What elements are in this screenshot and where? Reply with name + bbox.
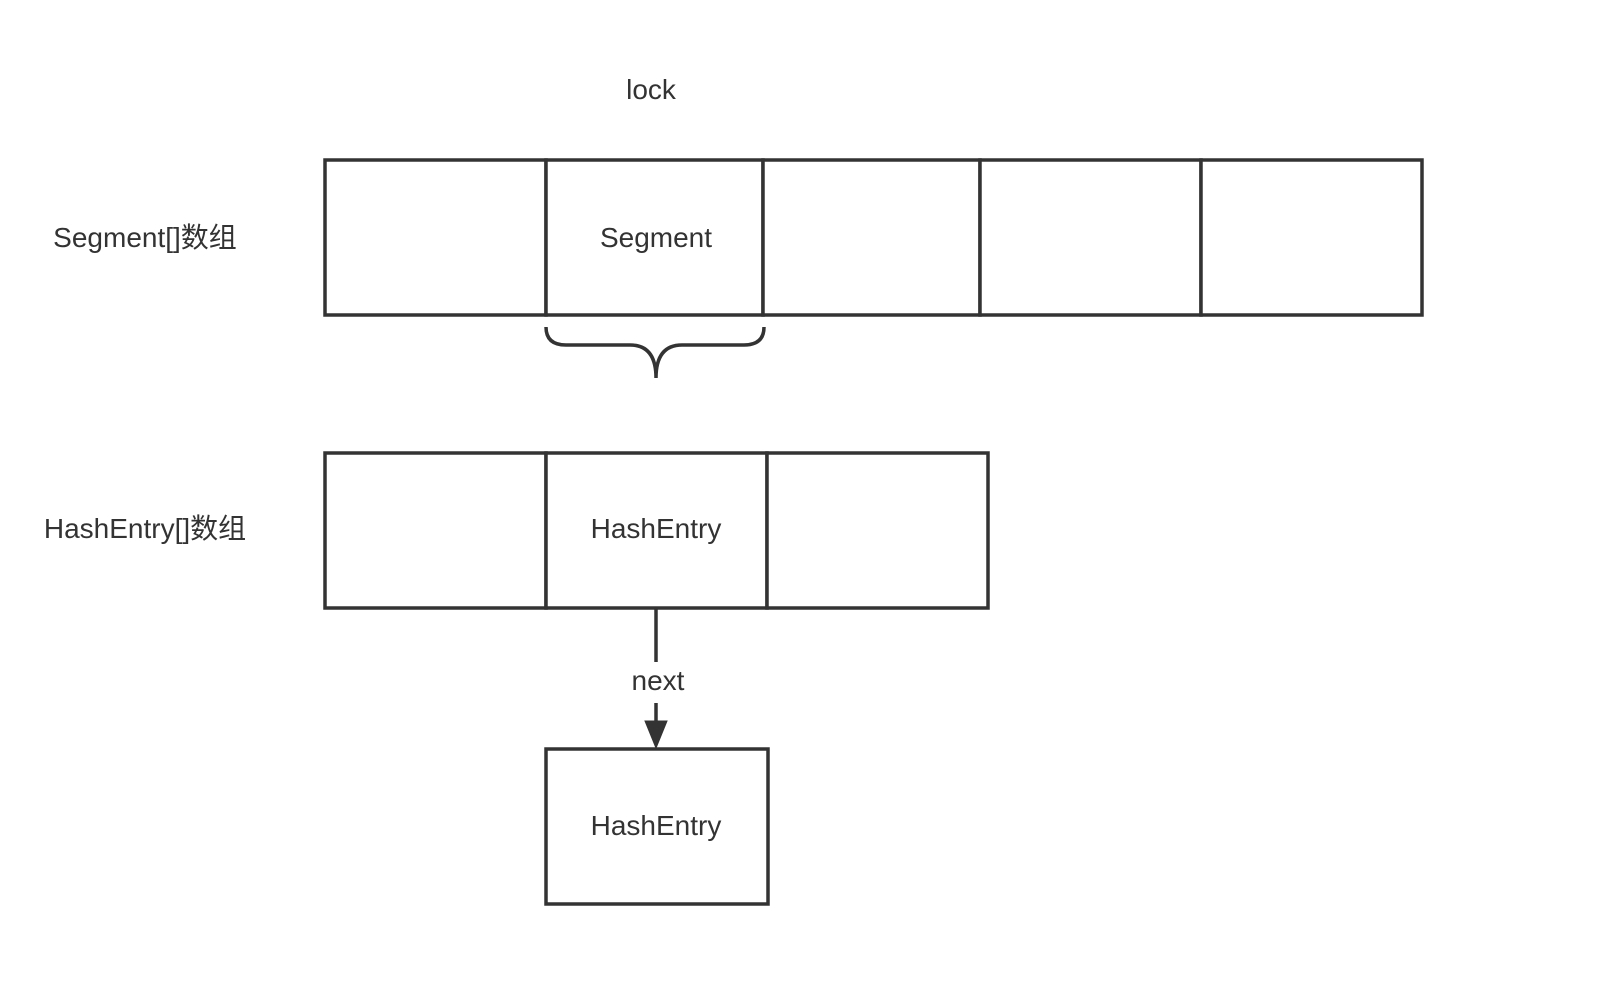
hashentry-array: HashEntry [323, 451, 990, 610]
segment-cell-locked [544, 158, 765, 317]
hashentry-cell [765, 451, 990, 610]
segment-cell-label: Segment [600, 222, 712, 253]
segment-cell [323, 158, 548, 317]
hashentry-cell-linked [544, 451, 769, 610]
hashentry-cell-label: HashEntry [591, 513, 722, 544]
segment-cell [761, 158, 982, 317]
chained-hashentry-node: HashEntry [544, 747, 770, 906]
segment-cell [1199, 158, 1424, 317]
segment-array-label: Segment[]数组 [53, 222, 237, 253]
chained-hashentry-box [544, 747, 770, 906]
chained-hashentry-label: HashEntry [591, 810, 722, 841]
curly-brace [544, 326, 766, 379]
segment-array: Segment [323, 158, 1424, 317]
segment-cell [978, 158, 1203, 317]
hashentry-array-label: HashEntry[]数组 [44, 513, 246, 544]
lock-label: lock [626, 74, 677, 105]
arrow-head [644, 720, 668, 750]
next-label: next [632, 665, 685, 696]
hashentry-cell [323, 451, 548, 610]
